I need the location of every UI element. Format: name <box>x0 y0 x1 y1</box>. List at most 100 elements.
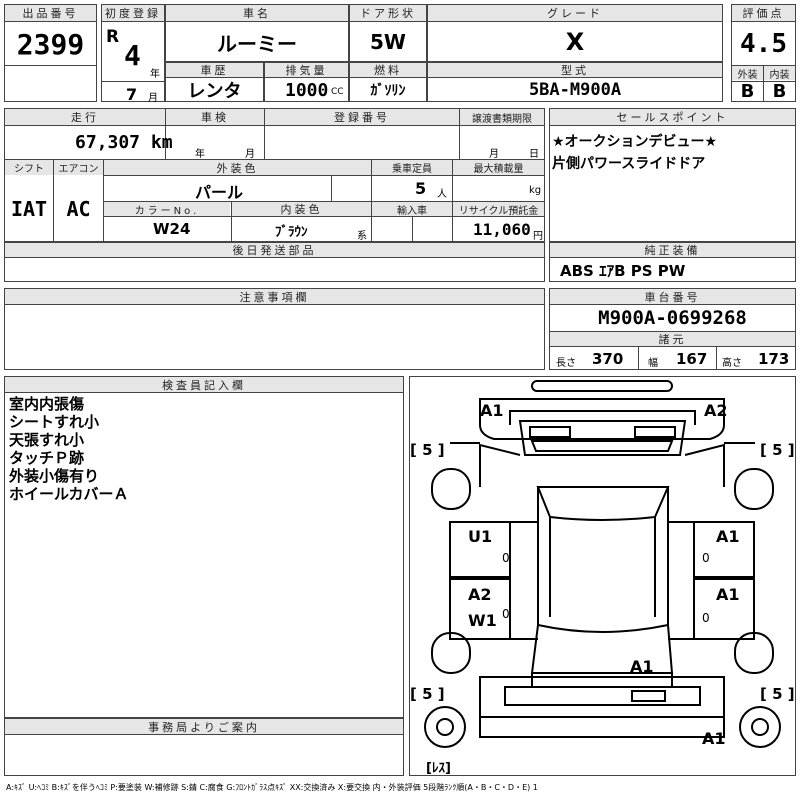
lot-number-label: 出品番号 <box>5 5 96 21</box>
score: 4.5 <box>740 29 787 59</box>
inspector-note: タッチＰ跡 <box>9 449 85 467</box>
color-no-label: カラーNo. <box>104 202 230 217</box>
damage-front-left-a1: A1 <box>480 401 504 420</box>
mileage-label: 走行 <box>5 109 165 125</box>
first-reg-month: 7 <box>126 85 138 104</box>
exterior-color: パール <box>195 183 244 202</box>
color-no: W24 <box>153 220 191 238</box>
lot-number: 2399 <box>16 27 85 61</box>
spec-label: 諸元 <box>550 332 795 346</box>
model-code: 5BA-M900A <box>528 79 622 100</box>
ac: AC <box>66 197 91 221</box>
damage-rear-roof-a1: A1 <box>630 657 654 676</box>
car-name-label: 車名 <box>166 5 348 21</box>
first-registration-box: 初度登録 R 4 年 7 月 <box>101 4 165 104</box>
inspector-label: 検査員記入欄 <box>5 377 403 392</box>
transfer-month-unit: 月 <box>489 149 499 160</box>
import-label: 輸入車 <box>372 202 452 217</box>
mileage: 67,307 km <box>75 132 173 153</box>
damage-left-front-door-u1: U1 <box>468 527 493 546</box>
ac-label: エアコン <box>54 160 103 175</box>
history: レンタ <box>187 80 242 102</box>
transfer-day-unit: 日 <box>529 149 539 160</box>
chassis-label: 車台番号 <box>550 289 795 304</box>
grade-box: グレード X <box>427 4 723 62</box>
shift-label: シフト <box>5 160 53 175</box>
damage-rear-bumper-a1: A1 <box>702 729 726 748</box>
int-color-label: 内装色 <box>232 202 371 216</box>
capacity-label: 乗車定員 <box>372 160 452 175</box>
damage-right-front-door-a1: A1 <box>716 527 740 546</box>
first-reg-year: 4 <box>124 39 141 72</box>
tire-front-right: [ 5 ] <box>760 441 795 459</box>
equipment-box: 純正装備 ABS ｴｱB PS PW <box>549 242 796 282</box>
displacement-label: 排気量 <box>265 63 348 77</box>
sales-point-box: セールスポイント ★オークションデビュー★ 片側パワースライドドア <box>549 108 796 242</box>
inspection-label: 車検 <box>166 109 264 125</box>
mileage-block: 走行 車検 登録番号 譲渡書類期限 67,307 km 年 月 月 日 シフト … <box>4 108 545 242</box>
shift: IAT <box>10 197 48 221</box>
displacement-unit: CC <box>331 87 344 97</box>
inspector-note: ホイールカバーＡ <box>9 485 129 503</box>
office-label: 事務局よりご案内 <box>5 719 403 734</box>
history-label: 車歴 <box>166 63 263 77</box>
sales-point-1: ★オークションデビュー★ <box>552 134 718 150</box>
caution-label: 注意事項欄 <box>5 289 544 304</box>
inspector-box: 検査員記入欄 室内内張傷 シートすれ小 天張すれ小 タッチＰ跡 外装小傷有り ホ… <box>4 376 404 718</box>
model-label: 型式 <box>428 63 722 77</box>
damage-legend: A:ｷｽﾞ U:ﾍｺﾐ B:ｷｽﾞを伴うﾍｺﾐ P:要塗装 W:補修跡 S:錆 … <box>6 783 538 792</box>
inspector-notes: 室内内張傷 シートすれ小 天張すれ小 タッチＰ跡 外装小傷有り ホイールカバーＡ <box>9 395 129 503</box>
sales-point-label: セールスポイント <box>550 109 795 125</box>
inspection-year-unit: 年 <box>195 149 205 160</box>
zero-mark: 0 <box>502 607 510 621</box>
grade: X <box>565 28 585 56</box>
length-label: 長さ <box>556 358 576 369</box>
transfer-label: 譲渡書類期限 <box>460 109 544 125</box>
model-box: 型式 5BA-M900A <box>427 62 723 102</box>
equipment-label: 純正装備 <box>550 243 795 257</box>
displacement-box: 排気量 1000 CC <box>264 62 349 102</box>
score-box: 評価点 4.5 外装 内装 B B <box>731 4 796 102</box>
inspector-note: 天張すれ小 <box>9 431 85 449</box>
month-unit: 月 <box>148 93 158 104</box>
history-box: 車歴 レンタ <box>165 62 264 102</box>
recycle-fee: 11,060 <box>473 220 531 239</box>
door-box: ドア形状 5W <box>349 4 427 62</box>
spare-tire: [ﾚｽ] <box>426 761 451 776</box>
tire-rear-right: [ 5 ] <box>760 685 795 703</box>
displacement: 1000 <box>285 80 329 101</box>
recycle-unit: 円 <box>533 231 543 242</box>
recycle-label: リサイクル預託金 <box>453 202 544 217</box>
inspector-note: 室内内張傷 <box>9 395 85 413</box>
inspector-note: シートすれ小 <box>9 413 100 431</box>
zero-mark: 0 <box>702 551 710 565</box>
later-parts-label: 後日発送部品 <box>5 243 544 257</box>
chassis-box: 車台番号 M900A-0699268 諸元 長さ 370 幅 167 高さ 17… <box>549 288 796 370</box>
zero-mark: 0 <box>502 551 510 565</box>
inspector-note: 外装小傷有り <box>9 467 100 485</box>
int-label: 内装 <box>764 66 795 81</box>
inspection-month-unit: 月 <box>245 149 255 160</box>
year-unit: 年 <box>150 69 160 80</box>
fuel-box: 燃料 ｶﾞｿﾘﾝ <box>349 62 427 102</box>
int-grade: B <box>772 81 787 102</box>
fuel-label: 燃料 <box>350 63 426 77</box>
color-label: 外装色 <box>104 160 371 175</box>
max-load-unit: kg <box>529 185 542 196</box>
int-color-unit: 系 <box>357 231 367 242</box>
fuel: ｶﾞｿﾘﾝ <box>370 82 406 99</box>
door-type: 5W <box>370 30 406 54</box>
width: 167 <box>676 350 708 368</box>
damage-right-rear-door-a1: A1 <box>716 585 740 604</box>
reg-number-label: 登録番号 <box>265 109 459 125</box>
car-outline-drawing <box>424 380 781 748</box>
first-registration-label: 初度登録 <box>102 5 164 21</box>
ext-grade: B <box>740 81 755 102</box>
door-label: ドア形状 <box>350 5 426 21</box>
zero-mark: 0 <box>702 611 710 625</box>
damage-diagram: [ 5 ] [ 5 ] [ 5 ] [ 5 ] [ﾚｽ] A1 A2 U1 0 … <box>409 376 796 776</box>
equipment: ABS ｴｱB PS PW <box>560 262 686 280</box>
length: 370 <box>592 350 624 368</box>
max-load-label: 最大積載量 <box>453 160 544 175</box>
score-label: 評価点 <box>732 5 795 21</box>
